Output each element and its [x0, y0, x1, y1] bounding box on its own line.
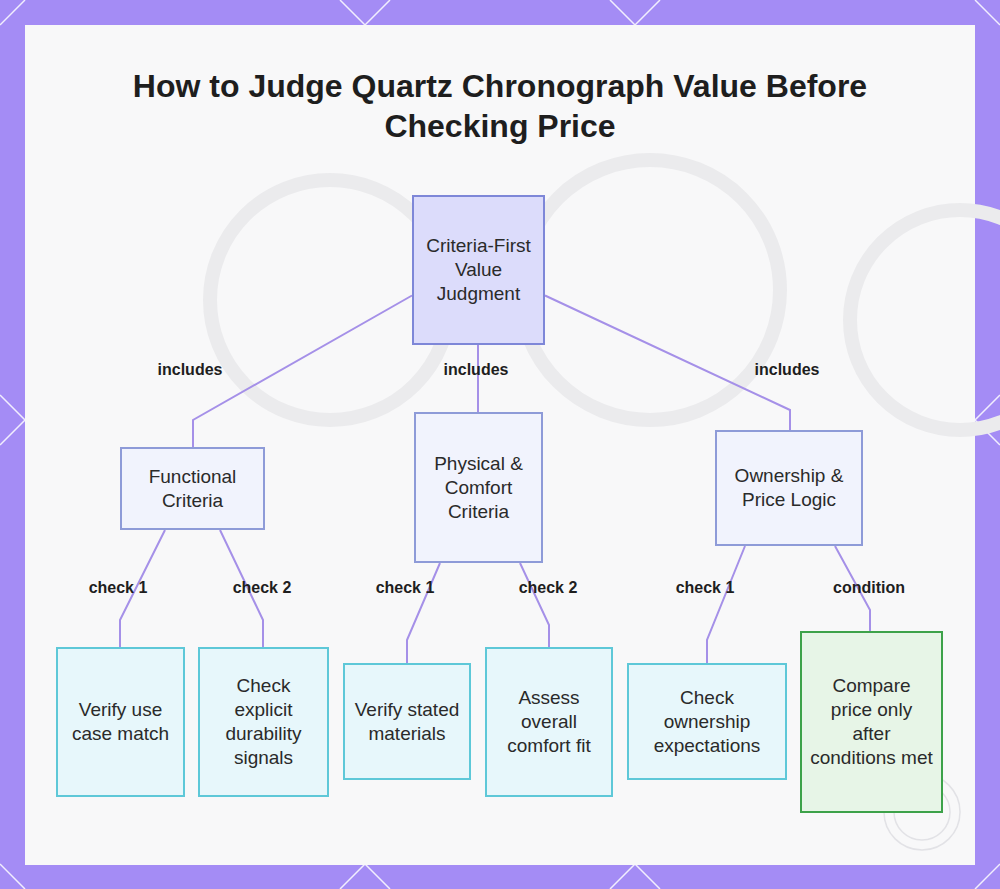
category-box: Physical & Comfort Criteria: [414, 412, 543, 563]
edge-label: check 1: [376, 579, 435, 597]
edge-label: check 2: [519, 579, 578, 597]
check-box: Check explicit durability signals: [198, 647, 329, 797]
connector-line: [520, 563, 549, 647]
connector-line: [193, 296, 412, 448]
diagram-title: How to Judge Quartz Chronograph Value Be…: [100, 66, 900, 146]
connector-line: [545, 296, 790, 431]
category-box: Ownership & Price Logic: [715, 430, 863, 546]
check-box: Verify stated materials: [343, 663, 471, 780]
edge-label: check 2: [233, 579, 292, 597]
connector-line: [707, 546, 745, 663]
connector-line: [477, 345, 479, 412]
node-label: Check explicit durability signals: [208, 674, 319, 770]
edge-label: includes: [158, 361, 223, 379]
edge-label: includes: [755, 361, 820, 379]
edge-label: check 1: [89, 579, 148, 597]
connector-line: [407, 563, 440, 663]
panel: [25, 25, 975, 865]
faded-watch-images: [210, 160, 1000, 430]
node-label: Check ownership expectations: [637, 686, 777, 758]
edge-label: includes: [444, 361, 509, 379]
edge-label: check 1: [676, 579, 735, 597]
edge-label: condition: [833, 579, 905, 597]
node-label: Functional Criteria: [130, 465, 255, 513]
node-label: Verify stated materials: [353, 698, 461, 746]
check-box: Check ownership expectations: [627, 663, 787, 780]
node-label: Verify use case match: [66, 698, 175, 746]
category-box: Functional Criteria: [120, 447, 265, 530]
node-label: Criteria-First Value Judgment: [422, 234, 535, 306]
node-label: Assess overall comfort fit: [495, 686, 603, 758]
node-label: Compare price only after conditions met: [810, 674, 933, 770]
condition-box: Compare price only after conditions met: [800, 631, 943, 813]
root-box: Criteria-First Value Judgment: [412, 195, 545, 345]
node-label: Physical & Comfort Criteria: [424, 452, 533, 524]
node-label: Ownership & Price Logic: [725, 464, 853, 512]
check-box: Verify use case match: [56, 647, 185, 797]
check-box: Assess overall comfort fit: [485, 647, 613, 797]
